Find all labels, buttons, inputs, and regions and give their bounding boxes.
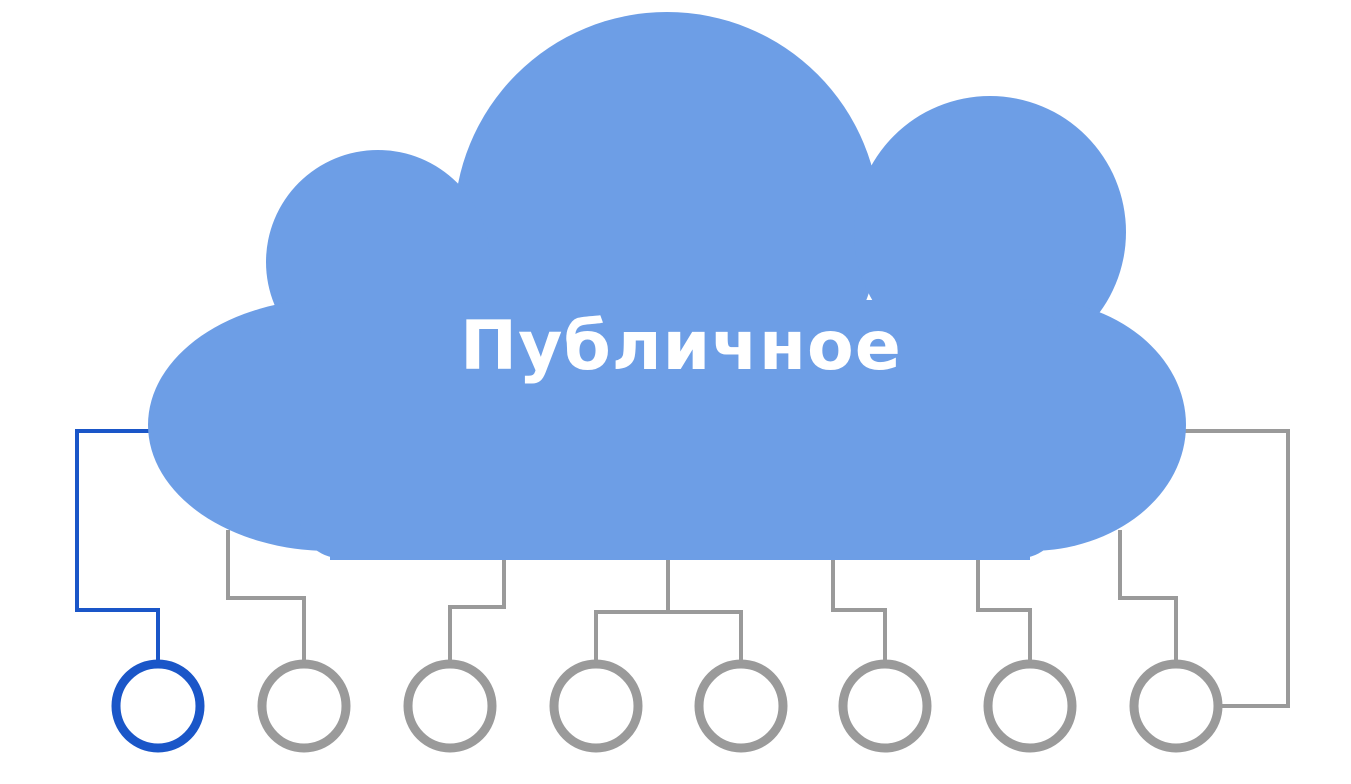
endpoint-node-5 (694, 659, 788, 753)
endpoint-node-2 (257, 659, 351, 753)
connector-line-8 (1118, 530, 1178, 662)
endpoint-node-4 (549, 659, 643, 753)
connector-line-3 (448, 530, 506, 662)
connector-line-4-5 (594, 610, 743, 662)
endpoint-node-1 (111, 659, 205, 753)
cloud-label: Публичное (460, 307, 902, 386)
endpoint-node-6 (838, 659, 932, 753)
endpoint-node-3 (403, 659, 497, 753)
connector-line-7 (976, 530, 1032, 662)
endpoint-node-7 (983, 659, 1077, 753)
connector-line-1 (75, 429, 160, 662)
endpoint-node-8 (1129, 659, 1223, 753)
cloud-shape (148, 12, 1186, 560)
connector-line-8-side (1183, 429, 1290, 708)
connector-line-2 (226, 530, 306, 662)
connector-line-6 (831, 530, 887, 662)
